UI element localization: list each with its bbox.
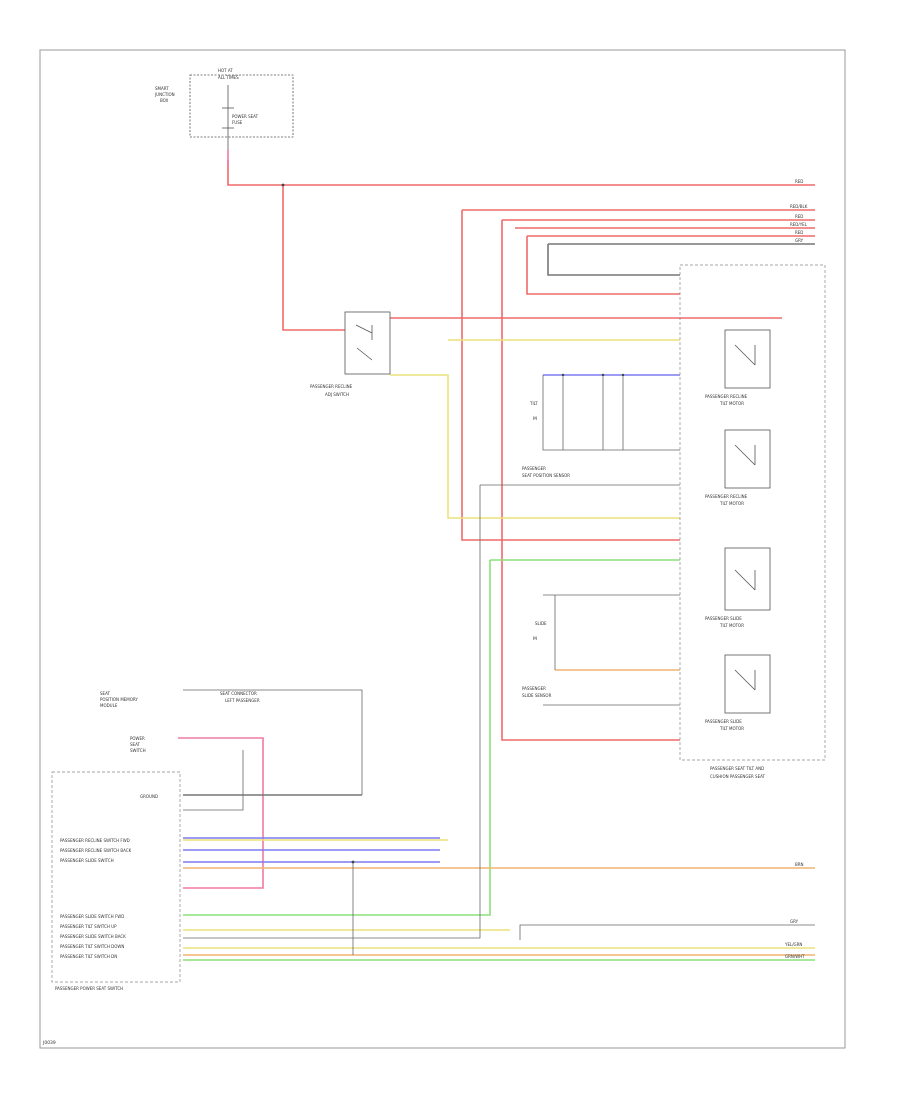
svg-text:PASSENGER TILT SWITCH DOWN: PASSENGER TILT SWITCH DOWN (60, 944, 124, 949)
svg-text:SLIDE SENSOR: SLIDE SENSOR (522, 693, 552, 698)
svg-text:TILT MOTOR: TILT MOTOR (719, 501, 744, 506)
yellow-wires (183, 339, 815, 949)
thin-lines (183, 375, 815, 955)
svg-text:SLIDE: SLIDE (535, 621, 547, 626)
svg-text:PASSENGER SEAT TILT AND: PASSENGER SEAT TILT AND (710, 766, 764, 771)
lower-left-block: PASSENGER POWER SEAT SWITCH SEAT POSITIO… (51, 691, 260, 991)
svg-text:PASSENGER RECLINE: PASSENGER RECLINE (705, 494, 748, 499)
power-wires-red (227, 160, 815, 741)
svg-text:BRN: BRN (795, 862, 804, 867)
motor-module: PASSENGER SEAT TILT AND CUSHION PASSENGE… (679, 264, 826, 779)
svg-text:PASSENGER RECLINE SWITCH BACK: PASSENGER RECLINE SWITCH BACK (60, 848, 132, 853)
gray-wires (183, 243, 815, 796)
svg-text:PASSENGER SLIDE SWITCH BACK: PASSENGER SLIDE SWITCH BACK (60, 934, 126, 939)
green-wires (183, 559, 815, 961)
svg-text:POWER SEAT: POWER SEAT (232, 114, 259, 119)
svg-text:RED/YEL: RED/YEL (790, 222, 808, 227)
svg-text:MODULE: MODULE (100, 703, 118, 708)
svg-text:PASSENGER: PASSENGER (522, 686, 546, 691)
svg-text:PASSENGER TILT SWITCH DN: PASSENGER TILT SWITCH DN (60, 954, 117, 959)
blue-wires (183, 374, 680, 863)
splices (281, 183, 625, 864)
svg-text:PASSENGER TILT SWITCH UP: PASSENGER TILT SWITCH UP (60, 924, 117, 929)
svg-text:POWER: POWER (130, 736, 145, 741)
diagram-frame (39, 49, 846, 1049)
svg-text:PASSENGER RECLINE: PASSENGER RECLINE (705, 394, 748, 399)
fuse-box: HOT AT ALL TIMES SMART JUNCTION BOX POWE… (154, 68, 294, 150)
svg-text:SMART: SMART (155, 86, 169, 91)
svg-text:PASSENGER SLIDE SWITCH: PASSENGER SLIDE SWITCH (60, 858, 114, 863)
svg-text:PASSENGER POWER SEAT SWITCH: PASSENGER POWER SEAT SWITCH (55, 986, 123, 991)
svg-text:SEAT CONNECTOR: SEAT CONNECTOR (220, 691, 257, 696)
svg-text:SEAT POSITION SENSOR: SEAT POSITION SENSOR (522, 473, 570, 478)
svg-text:PASSENGER RECLINE SWITCH FWD: PASSENGER RECLINE SWITCH FWD (60, 838, 130, 843)
svg-text:M: M (533, 636, 537, 642)
svg-text:PASSENGER SLIDE SWITCH FWD: PASSENGER SLIDE SWITCH FWD (60, 914, 124, 919)
svg-text:BOX: BOX (160, 98, 169, 103)
svg-text:TILT MOTOR: TILT MOTOR (719, 623, 744, 628)
svg-text:JUNCTION: JUNCTION (154, 92, 175, 97)
svg-text:GROUND: GROUND (140, 794, 158, 799)
svg-text:CUSHION PASSENGER SEAT: CUSHION PASSENGER SEAT (710, 774, 766, 779)
svg-text:FUSE: FUSE (232, 120, 243, 125)
edge-labels: RED RED/BLK RED RED/YEL RED GRY BRN GRY … (784, 179, 808, 959)
svg-text:PASSENGER: PASSENGER (522, 466, 546, 471)
svg-text:TILT: TILT (529, 401, 538, 406)
pink-wire (178, 150, 264, 889)
svg-text:POSITION MEMORY: POSITION MEMORY (100, 697, 138, 702)
svg-text:GRY: GRY (795, 238, 804, 243)
svg-text:HOT AT: HOT AT (218, 68, 233, 73)
svg-text:GRN/WHT: GRN/WHT (785, 954, 805, 959)
svg-text:PASSENGER RECLINE: PASSENGER RECLINE (310, 384, 353, 389)
svg-text:PASSENGER SLIDE: PASSENGER SLIDE (705, 616, 742, 621)
svg-text:ADJ SWITCH: ADJ SWITCH (325, 392, 349, 397)
svg-text:SWITCH: SWITCH (130, 748, 146, 753)
svg-text:M: M (533, 416, 537, 422)
passenger-relay: PASSENGER RECLINE ADJ SWITCH (310, 311, 391, 397)
svg-text:TILT MOTOR: TILT MOTOR (719, 401, 744, 406)
svg-text:RED/BLK: RED/BLK (790, 204, 808, 209)
svg-text:GRY: GRY (790, 919, 799, 924)
svg-text:TILT MOTOR: TILT MOTOR (719, 726, 744, 731)
sensor-blocks: TILT M PASSENGER SEAT POSITION SENSOR SL… (522, 401, 570, 698)
svg-text:LEFT PASSENGER: LEFT PASSENGER (225, 698, 260, 703)
svg-text:ALL TIMES: ALL TIMES (218, 75, 239, 80)
svg-text:RED: RED (795, 230, 803, 235)
svg-text:SEAT: SEAT (100, 691, 110, 696)
svg-text:PASSENGER SLIDE: PASSENGER SLIDE (705, 719, 742, 724)
svg-text:RED: RED (795, 179, 803, 184)
orange-wires (183, 669, 815, 956)
svg-text:SEAT: SEAT (130, 742, 140, 747)
svg-text:RED: RED (795, 214, 803, 219)
svg-text:YEL/GRN: YEL/GRN (784, 942, 802, 947)
figure-id: J0039 (42, 1040, 56, 1046)
